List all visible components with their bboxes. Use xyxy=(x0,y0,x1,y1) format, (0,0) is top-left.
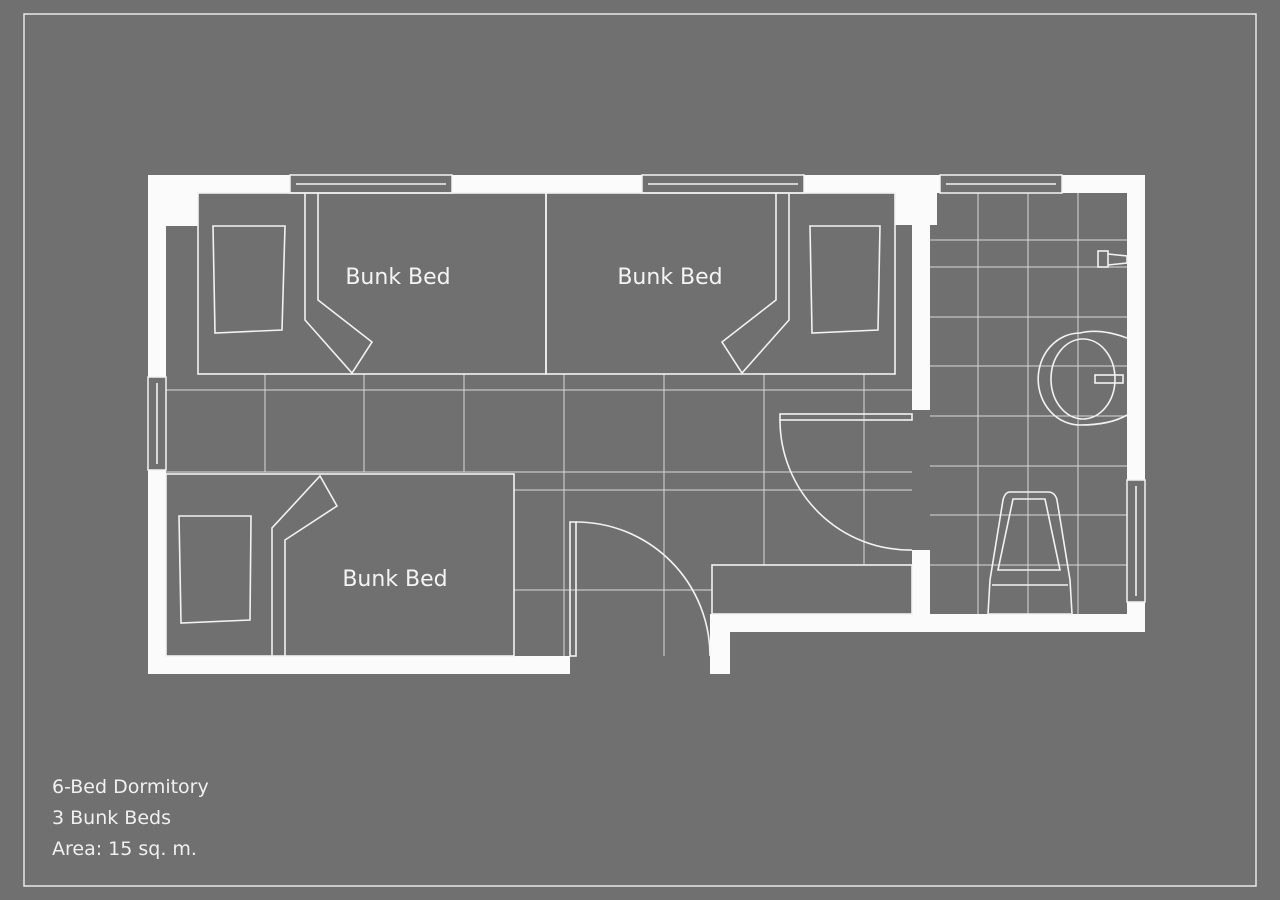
sink-icon xyxy=(1037,330,1128,426)
bunk-bed-3 xyxy=(165,473,515,657)
room-label: Bunk Bed xyxy=(342,567,447,592)
room-label: Bunk Bed xyxy=(345,265,450,290)
frame-border xyxy=(23,13,1257,887)
room-label: Bunk Bed xyxy=(617,265,722,290)
room-area: Area: 15 sq. m. xyxy=(52,838,197,860)
bed-count: 3 Bunk Beds xyxy=(52,807,171,829)
toilet-icon xyxy=(987,491,1073,615)
entrance-door[interactable] xyxy=(569,521,711,657)
room-type: 6-Bed Dormitory xyxy=(52,776,209,798)
room-info: 6-Bed Dormitory 3 Bunk Beds Area: 15 sq.… xyxy=(52,772,209,865)
walls xyxy=(148,175,1145,674)
floor-tiles xyxy=(166,193,1127,656)
bunk-bed-2 xyxy=(545,192,896,375)
shower-head-icon xyxy=(1097,250,1128,268)
windows xyxy=(147,174,1146,603)
counter xyxy=(711,564,913,615)
bathroom-door[interactable] xyxy=(779,413,913,551)
